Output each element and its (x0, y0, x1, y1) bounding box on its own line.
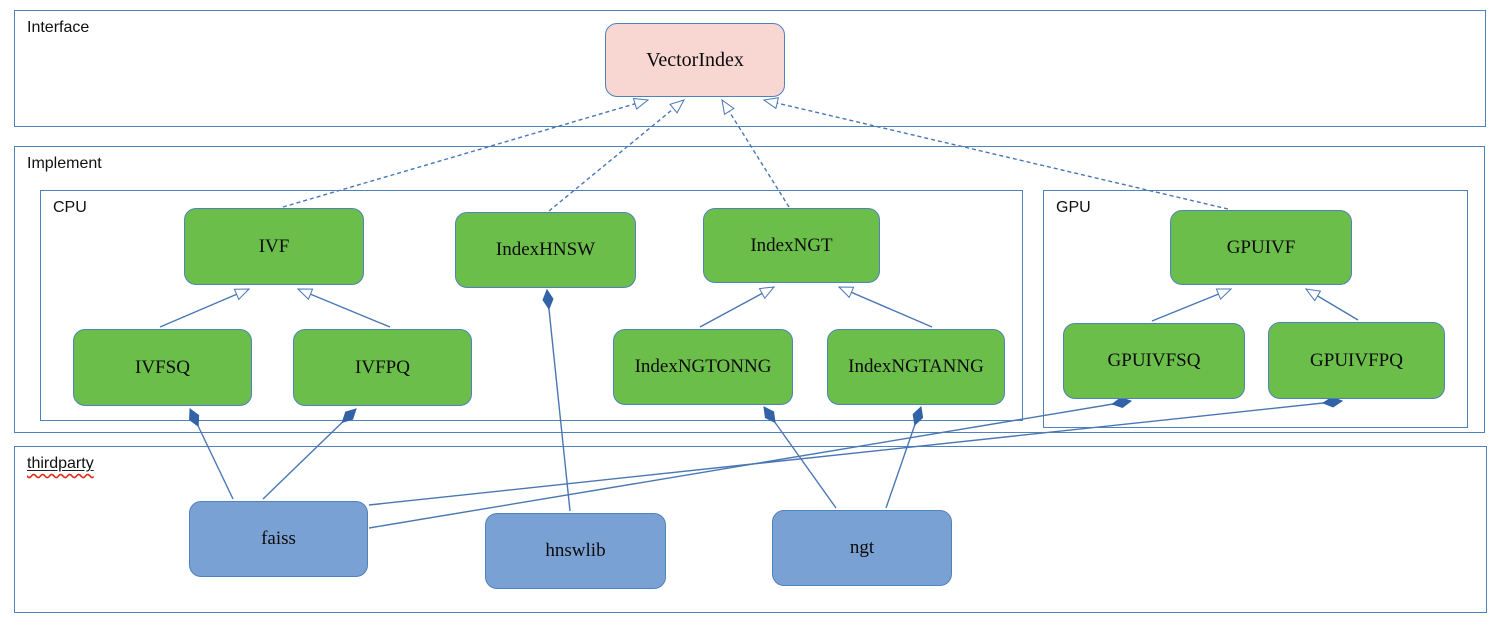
implement-container-label: Implement (27, 155, 102, 172)
node-indexngt[interactable]: IndexNGT (703, 208, 880, 283)
cpu-container-label: CPU (53, 199, 87, 216)
node-gpuivfpq[interactable]: GPUIVFPQ (1268, 322, 1445, 399)
node-gpuivfsq[interactable]: GPUIVFSQ (1063, 323, 1245, 399)
node-ngt[interactable]: ngt (772, 510, 952, 586)
node-indexngtonng[interactable]: IndexNGTONNG (613, 329, 793, 405)
thirdparty-container-label: thirdparty (27, 455, 94, 472)
node-gpuivf[interactable]: GPUIVF (1170, 210, 1352, 285)
node-faiss[interactable]: faiss (189, 501, 368, 577)
node-vectorindex[interactable]: VectorIndex (605, 23, 785, 97)
gpu-container-label: GPU (1056, 199, 1091, 216)
node-indexhnsw[interactable]: IndexHNSW (455, 212, 636, 288)
interface-container-label: Interface (27, 19, 90, 36)
node-indexngtanng[interactable]: IndexNGTANNG (827, 329, 1005, 405)
node-hnswlib[interactable]: hnswlib (485, 513, 666, 589)
node-ivfsq[interactable]: IVFSQ (73, 329, 252, 406)
node-ivf[interactable]: IVF (184, 208, 364, 285)
node-ivfpq[interactable]: IVFPQ (293, 329, 472, 406)
